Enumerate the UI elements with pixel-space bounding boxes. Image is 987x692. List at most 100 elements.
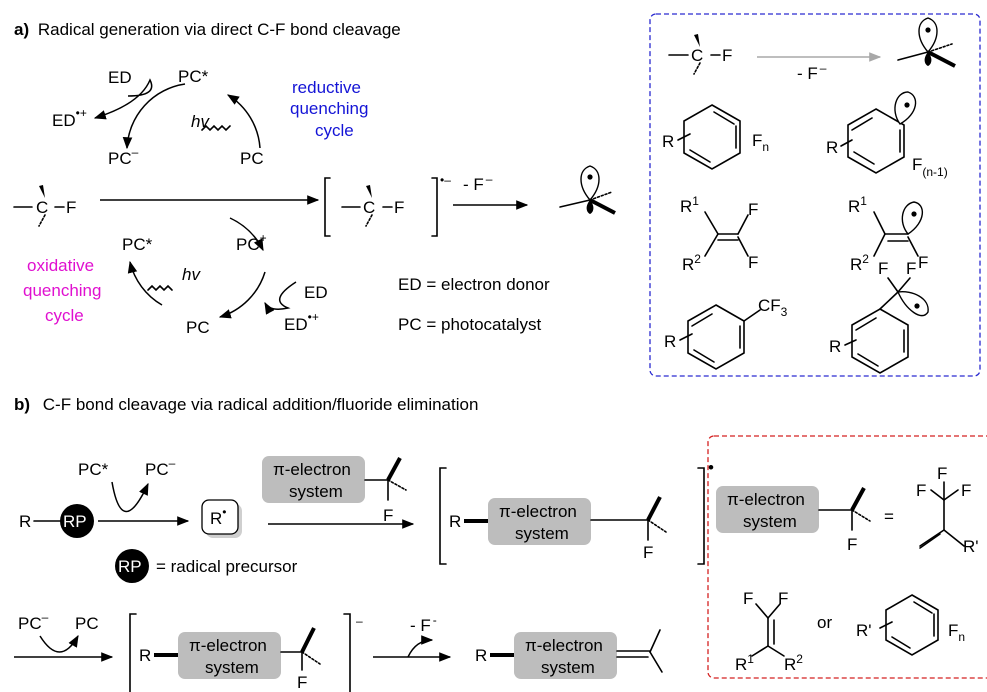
r-label: R xyxy=(826,138,838,157)
hv-label-top: hv xyxy=(191,112,210,131)
pc-ground-label-2: PC xyxy=(75,614,99,633)
pi-label-2: system xyxy=(205,658,259,677)
f-label: F xyxy=(906,259,916,278)
vinyl-radical: R1 R2 F xyxy=(848,194,928,274)
legend-photocatalyst: PC = photocatalyst xyxy=(398,315,541,334)
radical-precursor-label: RP xyxy=(63,512,87,531)
fluoride-loss-label: - F– xyxy=(463,172,493,194)
r-label: R xyxy=(829,337,841,356)
fn-minus-one-label: F(n-1) xyxy=(912,155,948,179)
or-label: or xyxy=(817,613,832,632)
atom-f: F xyxy=(722,46,732,65)
r1-label: R1 xyxy=(735,652,754,674)
panel-a: a) Radical generation via direct C-F bon… xyxy=(13,20,616,337)
f-label: F xyxy=(937,464,947,483)
pc-oxidation-arrow xyxy=(39,634,79,653)
panel-b: b) C-F bond cleavage via radical additio… xyxy=(14,395,714,692)
atom-c: C xyxy=(36,198,48,217)
pc-ground-bottom: PC xyxy=(186,318,210,337)
pi-system-box xyxy=(514,632,617,679)
pi-label-1: π-electron xyxy=(727,490,805,509)
pi-system-box xyxy=(716,486,819,533)
radical-r-box xyxy=(201,499,239,535)
cf3-label: CF3 xyxy=(758,296,788,319)
cycle-arrow-pc-to-pcstar xyxy=(226,94,261,149)
pc-plus-label: PC+ xyxy=(236,231,267,254)
f-label: F xyxy=(383,506,393,525)
pi-system-box xyxy=(262,456,365,503)
fluoride-departure-arrow xyxy=(407,635,434,658)
substrate-cf-left: C F xyxy=(13,185,76,227)
cycle-arrow-pc-to-pcstar xyxy=(127,260,163,306)
pi-label-2: system xyxy=(515,524,569,543)
anion-intermediate: – R π-electron system F xyxy=(129,613,363,692)
ed-radical-cation-label: ED•+ xyxy=(52,106,87,130)
pi-label-1: π-electron xyxy=(273,460,351,479)
panel-a-substrate-box: C F - F– R Fn xyxy=(649,13,981,377)
pc-star-top: PC* xyxy=(178,67,209,86)
reductive-label-3: cycle xyxy=(315,121,354,140)
trifluoromethylarene-substrate: R CF3 xyxy=(664,296,788,370)
r-label: R xyxy=(19,512,31,531)
trifluoromethyl-alkene: F F F R' xyxy=(916,464,979,556)
r-label: R xyxy=(449,512,461,531)
r-label: R xyxy=(664,332,676,351)
panel-b-definition-box: π-electron system F = F F F R' xyxy=(707,435,987,679)
f-label: F xyxy=(961,481,971,500)
f-label: F xyxy=(743,589,753,608)
f-label: F xyxy=(778,589,788,608)
cycle-arrow-pcstar-to-pcplus xyxy=(229,217,264,252)
ed-label-bottom: ED xyxy=(304,283,328,302)
legend-electron-donor: ED = electron donor xyxy=(398,275,550,294)
atom-c: C xyxy=(691,46,703,65)
f-label: F xyxy=(643,543,653,562)
fluoroarene-acceptor: R' Fn xyxy=(856,594,965,656)
pc-reduction-arrow xyxy=(111,481,149,513)
f-label: F xyxy=(847,535,857,554)
ed-oxidation-arrow xyxy=(93,78,153,120)
r-label: R xyxy=(139,646,151,665)
f-label: F xyxy=(297,673,307,692)
radical-anion-charge: •– xyxy=(440,173,451,187)
oxidative-label-2: quenching xyxy=(23,281,101,300)
pi-label-1: π-electron xyxy=(525,636,603,655)
oxidative-quenching-cycle: PC* hv PC+ PC ED ED•+ oxidative quenchin… xyxy=(23,217,328,337)
r-prime-label: R' xyxy=(856,621,872,640)
ed-oxidation-arrow-lower xyxy=(264,281,297,315)
radical-precursor-legend: = radical precursor xyxy=(156,557,298,576)
fluoroarene-substrate: R Fn xyxy=(662,104,769,170)
box-fluoride-loss-label: - F– xyxy=(797,61,827,83)
light-wave-icon xyxy=(201,124,231,132)
alkyl-radical-product xyxy=(559,165,616,215)
pc-minus-label: PC– xyxy=(145,456,176,479)
r1-label: R1 xyxy=(680,194,699,216)
equals-sign: = xyxy=(884,507,894,526)
atom-f: F xyxy=(66,198,76,217)
pc-minus-label: PC– xyxy=(108,145,139,168)
pi-label-2: system xyxy=(541,658,595,677)
radical-adduct: • R π-electron system F xyxy=(439,458,714,565)
f-label: F xyxy=(748,253,758,272)
radical-anion-intermediate: C F •– xyxy=(324,173,451,237)
cycle-arrow-pcplus-to-pc xyxy=(218,271,266,319)
radical-precursor-badge xyxy=(60,504,94,538)
f-label: F xyxy=(918,253,928,272)
radical-orbital-icon xyxy=(897,17,956,68)
reductive-label-2: quenching xyxy=(290,99,368,118)
defluorinated-product: R π-electron system xyxy=(475,629,663,679)
pi-system-box xyxy=(488,498,591,545)
f-label: F xyxy=(878,259,888,278)
r2-label: R2 xyxy=(784,652,803,674)
difluorobenzyl-radical: F F R xyxy=(829,259,929,374)
fluoroalkene-substrate: R1 R2 F F xyxy=(680,194,758,274)
oxidative-label-1: oxidative xyxy=(27,256,94,275)
r-prime-label: R' xyxy=(963,537,979,556)
ed-radical-cation-bottom: ED•+ xyxy=(284,310,319,334)
pc-star-left: PC* xyxy=(122,235,153,254)
ed-label: ED xyxy=(108,68,132,87)
r-label: R xyxy=(662,132,674,151)
pc-star-label: PC* xyxy=(78,460,109,479)
pi-label-1: π-electron xyxy=(499,502,577,521)
fluoride-elimination-label: - F- xyxy=(410,613,437,635)
